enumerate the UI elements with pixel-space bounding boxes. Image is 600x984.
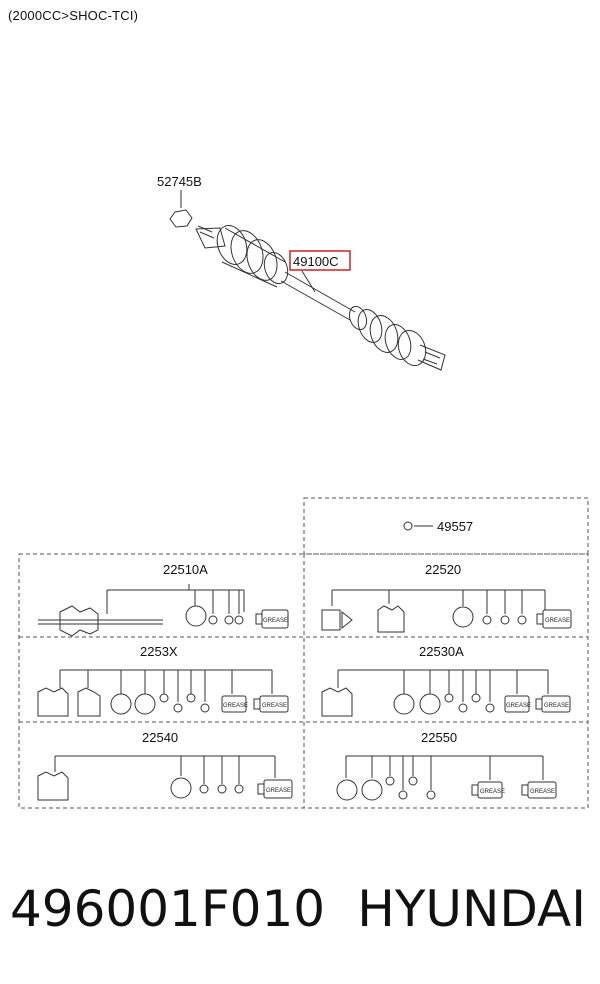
kit-code-22520[interactable]: 22520 — [425, 562, 461, 577]
grease-label: GREASE — [545, 618, 570, 624]
kit-code-2253X[interactable]: 2253X — [140, 644, 178, 659]
nut-icon — [169, 209, 193, 228]
grease-label: GREASE — [262, 703, 287, 709]
grease-label: GREASE — [506, 703, 531, 709]
brand-name: HYUNDAI — [357, 880, 586, 938]
grease-label: GREASE — [266, 788, 291, 794]
parts-diagram: 52745B 49100C 49557 22510A GREASE — [18, 174, 589, 809]
grease-label: GREASE — [544, 703, 569, 709]
drive-shaft-assembly-illustration — [169, 190, 446, 371]
variant-label: (2000CC>SHOC-TCI) — [8, 8, 139, 23]
kit-code-22510A[interactable]: 22510A — [163, 562, 208, 577]
callout-small-part[interactable]: 49557 — [437, 519, 473, 534]
kit-22550 — [336, 755, 557, 801]
o-ring-icon — [403, 521, 413, 531]
callout-nut[interactable]: 52745B — [157, 174, 202, 189]
kit-grid-outline — [18, 497, 589, 809]
kit-code-22540[interactable]: 22540 — [142, 730, 178, 745]
callout-shaft-assembly[interactable]: 49100C — [293, 254, 339, 269]
kit-22520 — [321, 589, 572, 633]
grease-label: GREASE — [530, 789, 555, 795]
kit-2253X — [37, 669, 289, 717]
kit-22510A — [38, 584, 289, 637]
kit-22540 — [37, 755, 293, 801]
kit-code-22530A[interactable]: 22530A — [419, 644, 464, 659]
kit-22530A — [321, 669, 571, 717]
part-number: 496001F010 — [10, 880, 326, 938]
footer: 496001F010 HYUNDAI — [8, 880, 592, 950]
grease-label: GREASE — [480, 789, 505, 795]
grease-label: GREASE — [223, 703, 248, 709]
kit-code-22550[interactable]: 22550 — [421, 730, 457, 745]
grease-label: GREASE — [263, 618, 288, 624]
callout-highlight-box — [289, 250, 351, 271]
